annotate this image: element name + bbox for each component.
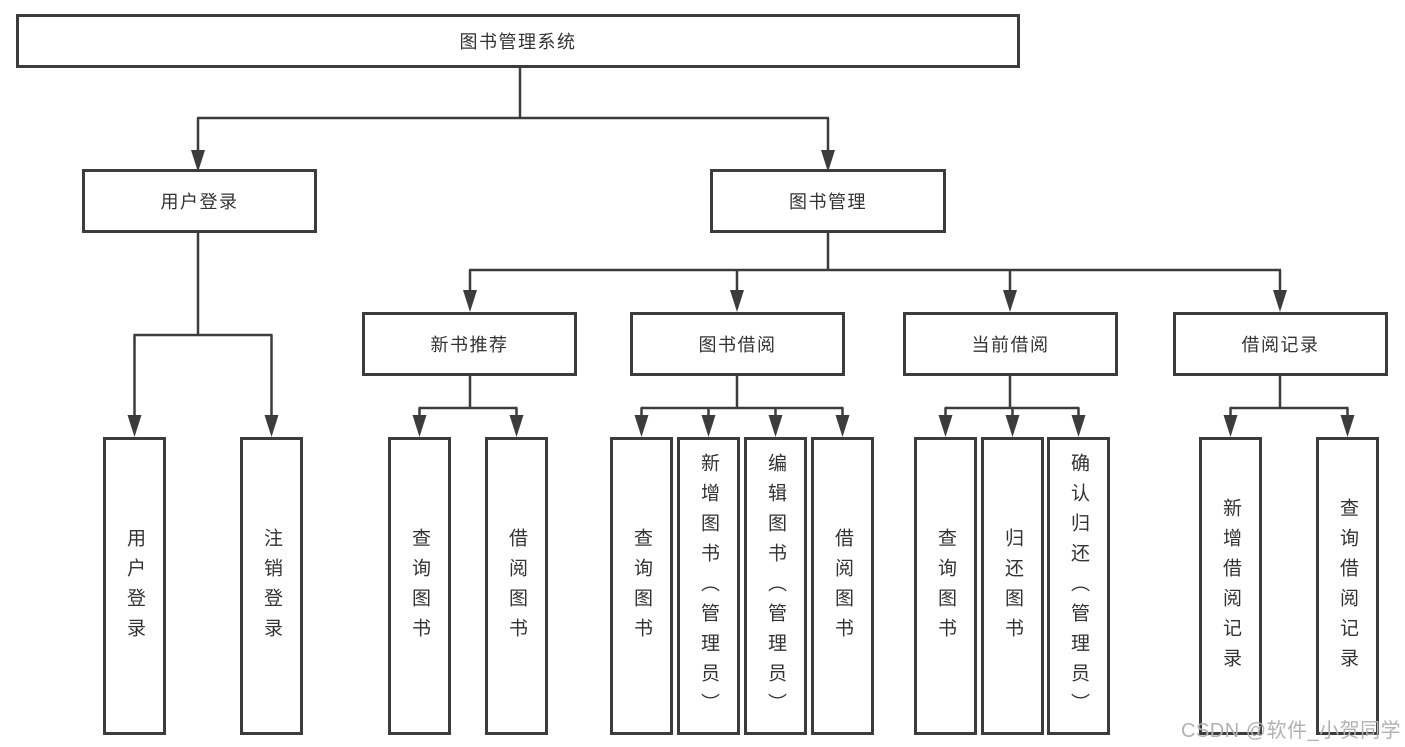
node-root-system: 图书管理系统 xyxy=(16,14,1020,68)
leaf-records-add-record: 新增借阅记录 xyxy=(1199,437,1262,735)
node-book-management: 图书管理 xyxy=(710,169,946,233)
leaf-current-return-books: 归还图书 xyxy=(981,437,1044,735)
leaf-newbook-query-books: 查询图书 xyxy=(388,437,451,735)
node-borrow-records: 借阅记录 xyxy=(1173,312,1388,376)
leaf-user-login: 用户登录 xyxy=(103,437,166,735)
connector-login-to-leaves xyxy=(127,233,279,437)
leaf-current-query-books: 查询图书 xyxy=(914,437,977,735)
leaf-newbook-borrow-books: 借阅图书 xyxy=(485,437,548,735)
node-current-borrow: 当前借阅 xyxy=(903,312,1118,376)
connector-current-to-leaves xyxy=(938,376,1086,437)
connector-records-to-leaves xyxy=(1223,376,1355,437)
leaf-borrow-add-books-admin: 新增图书（管理员） xyxy=(677,437,740,735)
connector-borrow-to-leaves xyxy=(634,376,850,437)
connector-mgmt-to-level3 xyxy=(463,233,1287,312)
node-user-login: 用户登录 xyxy=(82,169,317,233)
leaf-logout-login: 注销登录 xyxy=(240,437,303,735)
node-new-book-recommend: 新书推荐 xyxy=(362,312,577,376)
leaf-borrow-edit-books-admin: 编辑图书（管理员） xyxy=(744,437,807,735)
csdn-watermark: CSDN @软件_小贺同学 xyxy=(1181,720,1402,742)
connector-root-to-level2 xyxy=(191,68,835,172)
leaf-borrow-query-books: 查询图书 xyxy=(610,437,673,735)
leaf-records-query-record: 查询借阅记录 xyxy=(1316,437,1379,735)
leaf-borrow-borrow-books: 借阅图书 xyxy=(811,437,874,735)
leaf-current-confirm-return-admin: 确认归还（管理员） xyxy=(1047,437,1110,735)
connector-newbook-to-leaves xyxy=(412,376,524,437)
node-book-borrow: 图书借阅 xyxy=(630,312,845,376)
